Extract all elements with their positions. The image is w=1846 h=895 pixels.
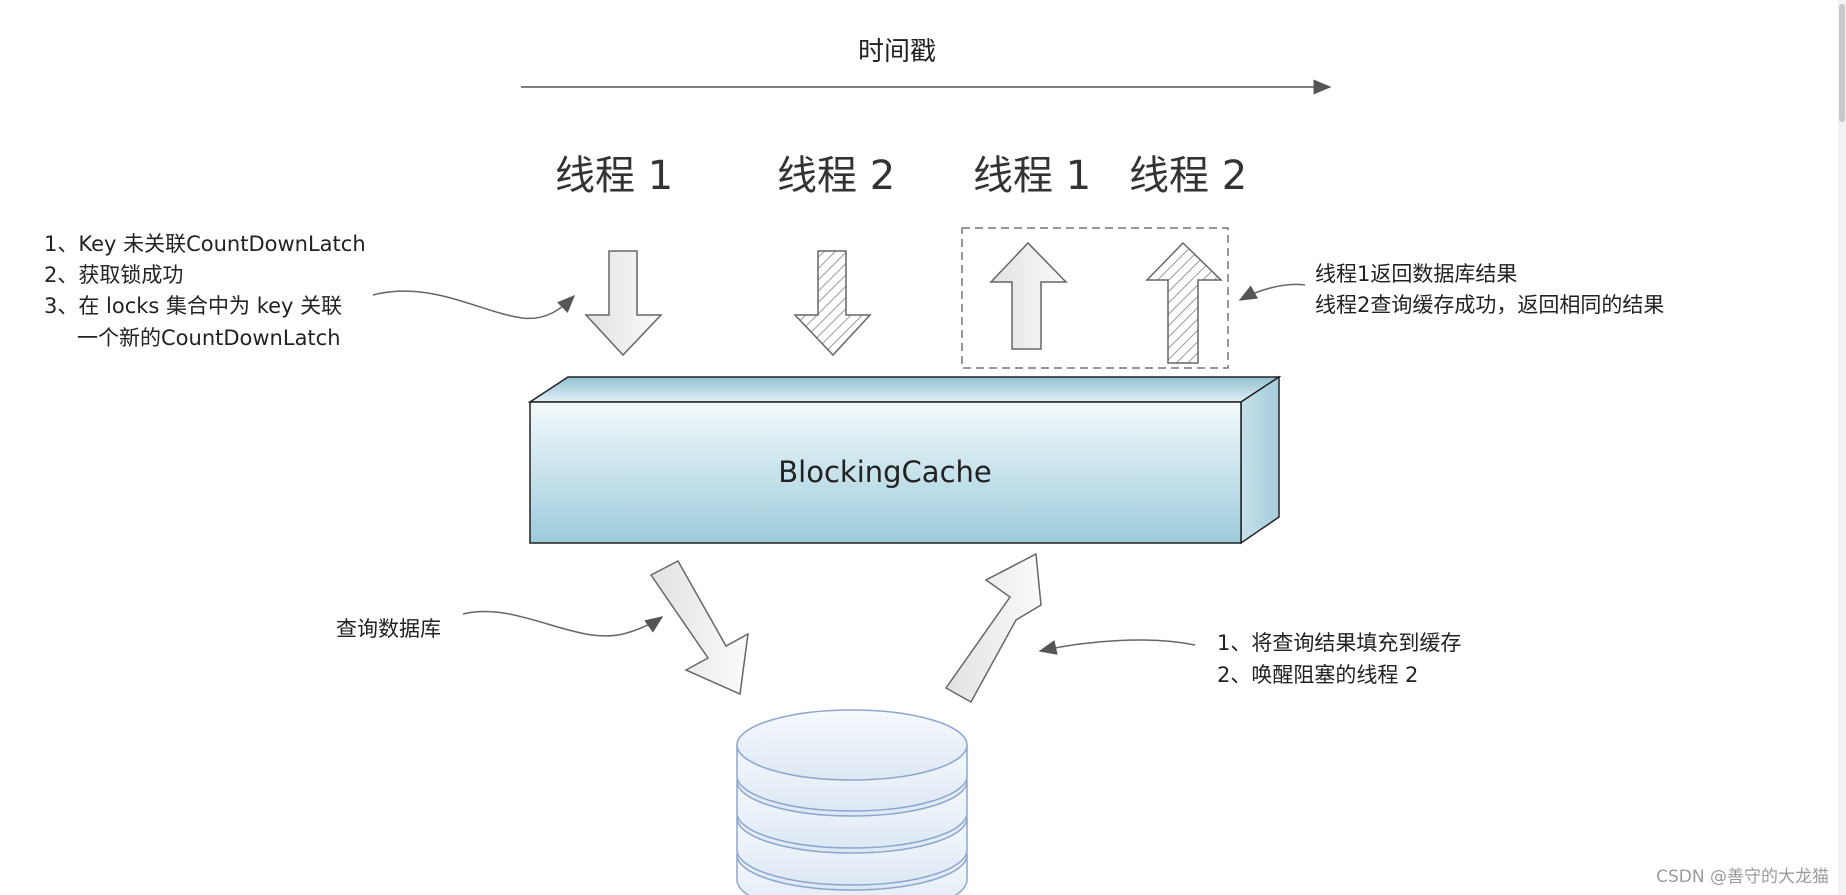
scrollbar-thumb[interactable] (1839, 4, 1845, 122)
timeline-title: 时间戳 (858, 37, 936, 67)
returned-results-group (961, 227, 1229, 369)
note-right-bottom-connector (1038, 639, 1196, 655)
database-icon (736, 709, 968, 895)
watermark: CSDN @善守的大龙猫 (1656, 867, 1829, 887)
note-left-top-connector (372, 290, 576, 320)
up-arrow-thread-2 (1145, 241, 1223, 364)
down-arrow-thread-1 (584, 250, 663, 357)
down-arrow-thread-2 (793, 250, 872, 357)
thread-label-1: 线程 1 (555, 153, 673, 199)
note-left-top-line-3: 3、在 locks 集合中为 key 关联 (44, 294, 342, 318)
fill-cache-arrow (944, 552, 1042, 704)
vertical-scrollbar[interactable] (1838, 0, 1846, 895)
query-db-arrow (649, 560, 749, 696)
note-right-top-line-1: 线程1返回数据库结果 (1315, 262, 1517, 286)
note-left-bottom: 查询数据库 (336, 617, 441, 641)
thread-label-3: 线程 1 (973, 153, 1091, 199)
note-left-top-line-4: 一个新的CountDownLatch (77, 326, 341, 350)
blocking-cache-box: BlockingCache (527, 375, 1282, 545)
thread-label-2: 线程 2 (777, 153, 895, 199)
blocking-cache-label: BlockingCache (778, 455, 991, 489)
note-right-top-line-2: 线程2查询缓存成功，返回相同的结果 (1315, 293, 1664, 317)
note-right-bottom-line-2: 2、唤醒阻塞的线程 2 (1217, 663, 1418, 687)
note-left-bottom-connector (462, 610, 664, 637)
note-right-bottom-line-1: 1、将查询结果填充到缓存 (1217, 631, 1461, 655)
note-left-top-line-2: 2、获取锁成功 (44, 263, 183, 287)
note-right-top-connector (1238, 283, 1306, 301)
up-arrow-thread-1 (989, 241, 1068, 350)
thread-label-4: 线程 2 (1129, 153, 1247, 199)
note-left-top-line-1: 1、Key 未关联CountDownLatch (44, 232, 366, 256)
